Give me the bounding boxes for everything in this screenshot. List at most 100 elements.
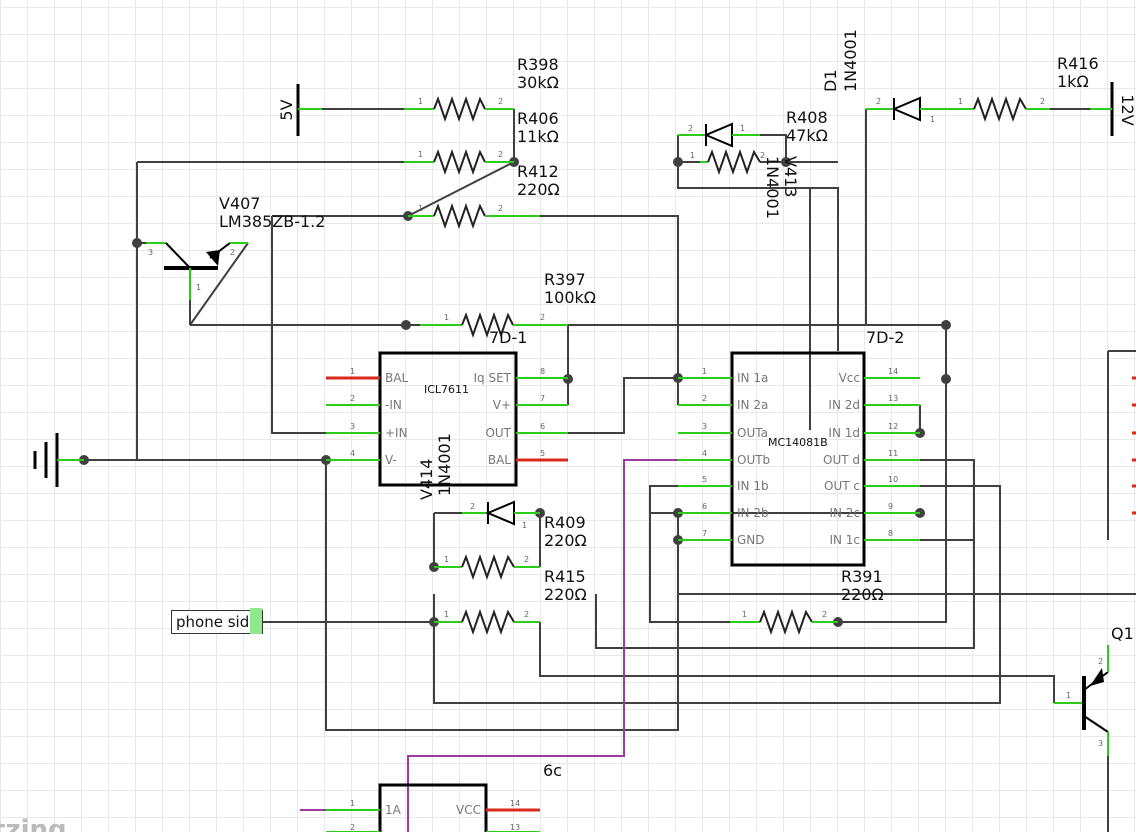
pin-num: 9 <box>888 502 893 511</box>
pin-num: 5 <box>702 475 707 484</box>
svg-text:2: 2 <box>688 124 693 133</box>
pin-label: V+ <box>493 398 511 412</box>
pin-label: BAL <box>488 453 511 467</box>
ic-6c-ref: 6c <box>543 761 562 780</box>
diode-d1[interactable]: 21 <box>866 96 946 124</box>
v407-ref: V407 <box>219 194 260 213</box>
pin-label: IN 2a <box>737 398 768 412</box>
net-label-phone-side[interactable]: phone side <box>171 610 264 634</box>
pin-label: V- <box>385 453 397 467</box>
svg-text:1: 1 <box>444 313 449 322</box>
svg-text:2: 2 <box>876 97 881 106</box>
pin-num: 8 <box>888 529 893 538</box>
svg-text:3: 3 <box>1098 739 1103 748</box>
svg-text:2: 2 <box>1098 657 1103 666</box>
svg-text:2: 2 <box>822 610 827 619</box>
pin-label: IN 1c <box>829 533 860 547</box>
ground-symbol[interactable] <box>33 433 84 487</box>
r412-value: 220Ω <box>517 180 560 199</box>
r416-ref: R416 <box>1057 54 1099 73</box>
pin-label: OUT d <box>823 453 860 467</box>
svg-text:1: 1 <box>742 610 747 619</box>
ic-6c[interactable]: 1 1A 14 VCC 2 13 <box>326 783 540 832</box>
v414-value: 1N4001 <box>435 433 454 496</box>
pin-label: GND <box>737 533 765 547</box>
pin-label: BAL <box>385 371 408 385</box>
svg-text:2: 2 <box>230 248 235 257</box>
r397-ref: R397 <box>544 270 586 289</box>
v407-value: LM385ZB-1.2 <box>219 212 325 231</box>
pin-label: Iq SET <box>474 371 512 385</box>
pin-num: 10 <box>888 475 898 484</box>
r408-value: 47kΩ <box>786 126 828 145</box>
q1-ref: Q1 <box>1111 624 1134 643</box>
pin-label: -IN <box>385 398 402 412</box>
svg-text:1: 1 <box>418 97 423 106</box>
pin-label: IN 2d <box>828 398 860 412</box>
r391-ref: R391 <box>841 567 883 586</box>
ic-icl7611-ref: 7D-1 <box>489 328 527 347</box>
r409-ref: R409 <box>544 513 586 532</box>
power-5v[interactable]: 5V <box>277 84 322 136</box>
pin-label: IN 2b <box>737 506 769 520</box>
pin-num: 3 <box>350 422 355 431</box>
pin-num: 1 <box>350 799 355 808</box>
pin-label: IN 1b <box>737 479 769 493</box>
r406-ref: R406 <box>517 109 559 128</box>
svg-text:3: 3 <box>148 248 153 257</box>
r409-value: 220Ω <box>544 531 587 550</box>
pin-label: +IN <box>385 426 408 440</box>
r416-value: 1kΩ <box>1057 72 1089 91</box>
svg-text:2: 2 <box>540 313 545 322</box>
pin-label: IN 2c <box>829 506 860 520</box>
pin-num: 6 <box>540 422 545 431</box>
diode-v414[interactable]: 21 <box>462 500 540 530</box>
svg-text:1: 1 <box>418 150 423 159</box>
power-5v-label: 5V <box>277 99 296 120</box>
svg-text:2: 2 <box>524 610 529 619</box>
pin-num: 7 <box>702 529 707 538</box>
ic-mc14081b[interactable]: MC14081B 1 2 3 4 5 6 7 IN 1a IN 2a OUTa … <box>678 351 920 567</box>
net-label-connector[interactable] <box>250 608 262 634</box>
d1-value: 1N4001 <box>841 29 860 92</box>
fritzing-watermark: fritzing <box>0 815 67 832</box>
r415-value: 220Ω <box>544 585 587 604</box>
r398-value: 30kΩ <box>517 73 559 92</box>
svg-text:1: 1 <box>444 610 449 619</box>
pin-num: 1 <box>350 367 355 376</box>
svg-text:1: 1 <box>958 97 963 106</box>
pin-num: 1 <box>702 367 707 376</box>
ic-mc14081b-ref: 7D-2 <box>866 328 904 347</box>
pin-num: 14 <box>510 799 520 808</box>
pin-label: Vcc <box>839 371 860 385</box>
pin-num: 11 <box>888 449 898 458</box>
pin-num: 3 <box>702 422 707 431</box>
ic-mc14081b-name: MC14081B <box>768 436 828 449</box>
d1-ref: D1 <box>821 70 840 93</box>
svg-text:2: 2 <box>498 97 503 106</box>
power-12v[interactable]: 12V <box>1090 82 1136 136</box>
wires <box>84 108 1136 832</box>
ic-icl7611-name: ICL7611 <box>424 383 469 396</box>
pin-label: OUTb <box>737 453 770 467</box>
pin-label: VCC <box>456 803 481 817</box>
pin-label: OUT <box>485 426 511 440</box>
pin-label: IN 1d <box>828 426 860 440</box>
pin-label: 1A <box>385 803 402 817</box>
transistor-q1[interactable]: 123 <box>1054 645 1109 756</box>
component-labels: R398 30kΩ R406 11kΩ R412 220Ω V407 LM385… <box>219 29 1134 780</box>
ic-icl7611[interactable]: ICL7611 1 2 3 4 BAL -IN +IN V- 8 7 6 5 I… <box>326 351 568 487</box>
r408-ref: R408 <box>786 108 828 127</box>
